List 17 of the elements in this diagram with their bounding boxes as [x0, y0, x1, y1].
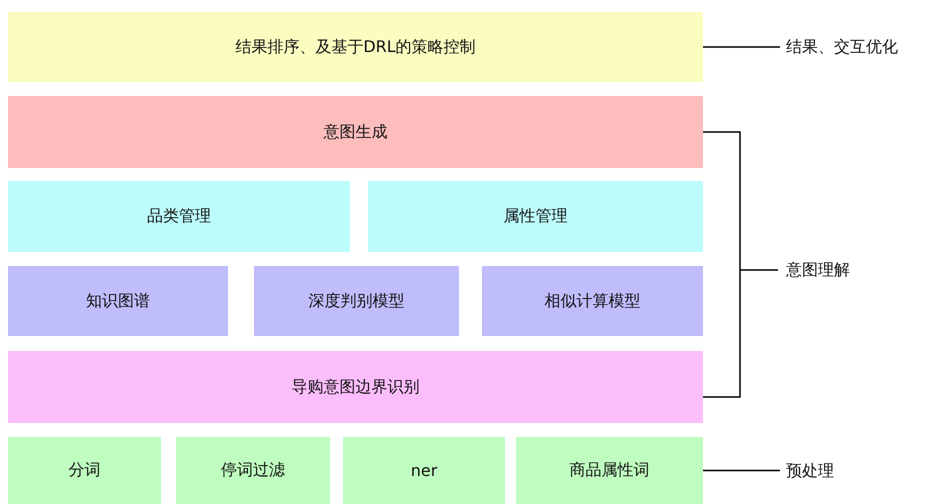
- layer-box: 品类管理: [8, 181, 350, 252]
- layer-label: 意图理解: [786, 260, 850, 280]
- layer-box: 意图生成: [8, 96, 703, 168]
- layer-box: 商品属性词: [516, 437, 703, 504]
- layer-label: 结果、交互优化: [786, 37, 898, 57]
- layer-box: 相似计算模型: [482, 266, 703, 336]
- layer-box: ner: [343, 437, 505, 504]
- layer-box: 导购意图边界识别: [8, 351, 703, 423]
- layer-label: 预处理: [786, 461, 834, 481]
- layer-box: 深度判别模型: [254, 266, 459, 336]
- leader-line: [703, 46, 780, 48]
- leader-line: [703, 470, 780, 472]
- layer-box: 结果排序、及基于DRL的策略控制: [8, 12, 703, 82]
- layer-box: 知识图谱: [8, 266, 228, 336]
- layer-box: 分词: [8, 437, 161, 504]
- layer-box: 停词过滤: [176, 437, 330, 504]
- layer-box: 属性管理: [368, 181, 703, 252]
